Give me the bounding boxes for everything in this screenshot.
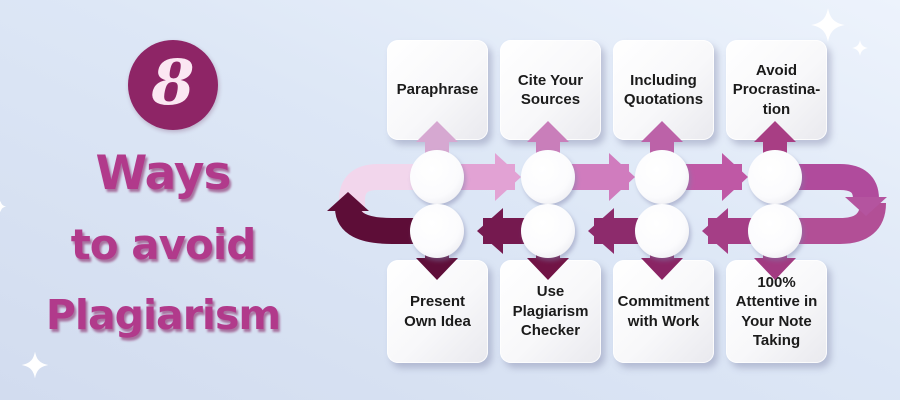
- flow-node-circle: [410, 150, 464, 204]
- flow-node-circle: [410, 204, 464, 258]
- flow-node-circle: [635, 150, 689, 204]
- flow-node-circle: [635, 204, 689, 258]
- step-card-quotations: Including Quotations: [613, 40, 714, 140]
- number-badge: 8: [128, 40, 218, 130]
- arrow-up-icon: [327, 192, 369, 211]
- chevron-right-icon: [609, 153, 635, 201]
- flow-node-circle: [521, 204, 575, 258]
- flow-band-exit-elbow: [335, 206, 442, 244]
- flow-nodes: [410, 150, 802, 258]
- step-card-cite-sources: Cite Your Sources: [500, 40, 601, 140]
- flow-band-bottom-right-elbow: [775, 202, 886, 244]
- chevron-right-icon: [495, 153, 521, 201]
- flow-node-circle: [521, 150, 575, 204]
- arrow-down-icon: [845, 197, 887, 216]
- chevron-right-icon: [722, 153, 748, 201]
- title-line-1: Ways: [95, 146, 231, 201]
- badge-number: 8: [151, 46, 195, 119]
- title-line-3: Plagiarism: [45, 291, 281, 339]
- step-card-note-taking: 100% Attentive in Your Note Taking: [726, 260, 827, 363]
- flow-node-circle: [748, 204, 802, 258]
- flow-band-entry-elbow: [339, 164, 442, 213]
- step-card-commitment: Commitment with Work: [613, 260, 714, 363]
- step-card-paraphrase: Paraphrase: [387, 40, 488, 140]
- flow-band-top-right-elbow: [775, 164, 879, 200]
- sparkle-icon: [852, 40, 868, 56]
- flow-node-circle: [748, 150, 802, 204]
- sparkle-icon: [21, 351, 49, 379]
- sparkle-icon: [0, 200, 7, 213]
- sparkle-icon: [811, 8, 845, 42]
- step-card-checker: Use Plagiarism Checker: [500, 260, 601, 363]
- title-line-2: to avoid: [70, 220, 257, 269]
- step-card-own-idea: Present Own Idea: [387, 260, 488, 363]
- chevron-left-icon: [588, 208, 614, 254]
- step-card-procrastination: Avoid Procrastina- tion: [726, 40, 827, 140]
- chevron-left-icon: [702, 208, 728, 254]
- chevron-left-icon: [477, 208, 503, 254]
